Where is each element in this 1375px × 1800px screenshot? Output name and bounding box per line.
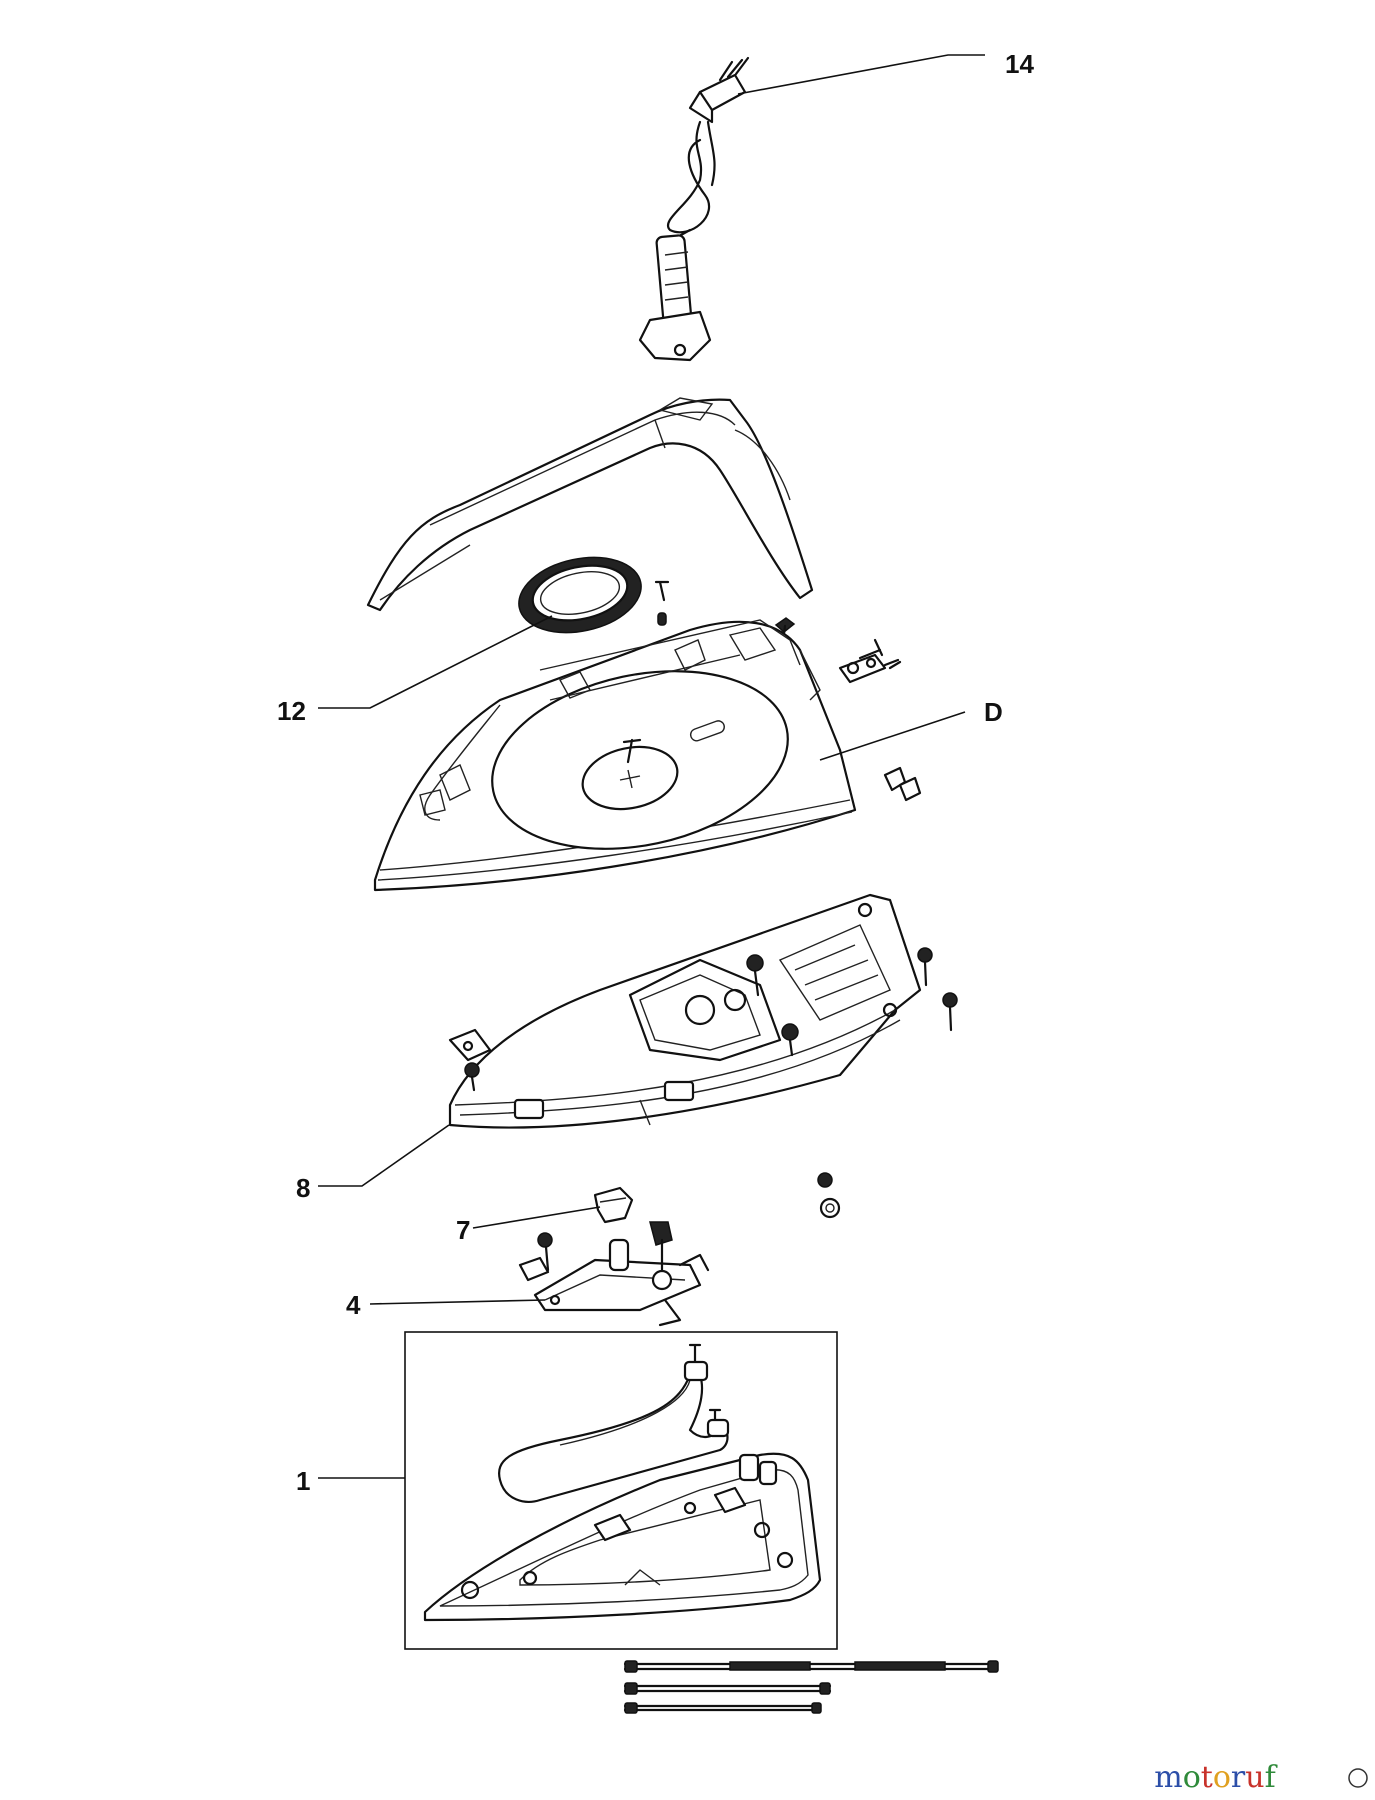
knob-part [593, 1186, 634, 1224]
callout-12: 12 [277, 696, 306, 726]
power-cord-part [638, 56, 750, 362]
leader-lines [318, 54, 985, 1479]
thermostat-part [518, 1221, 710, 1327]
temperature-dial-part [518, 556, 642, 634]
base-cover-part [448, 893, 922, 1129]
handle-cover-part [366, 397, 814, 612]
base-screws [448, 947, 958, 1219]
callout-1: 1 [296, 1466, 310, 1496]
callout-8: 8 [296, 1173, 310, 1203]
callout-4: 4 [346, 1290, 361, 1320]
watermark-seal-icon [1348, 1768, 1368, 1788]
housing-shell-part [373, 619, 857, 892]
part-1-frame [404, 1331, 838, 1650]
callout-7: 7 [456, 1215, 470, 1245]
small-screw-parts [654, 580, 922, 802]
watermark-logo: motoruf [1154, 1760, 1277, 1795]
callout-14: 14 [1005, 49, 1034, 79]
sole-plate-part [423, 1452, 822, 1622]
callout-d: D [984, 697, 1003, 727]
heating-element-part [498, 1343, 730, 1503]
wire-parts [623, 1660, 999, 1714]
